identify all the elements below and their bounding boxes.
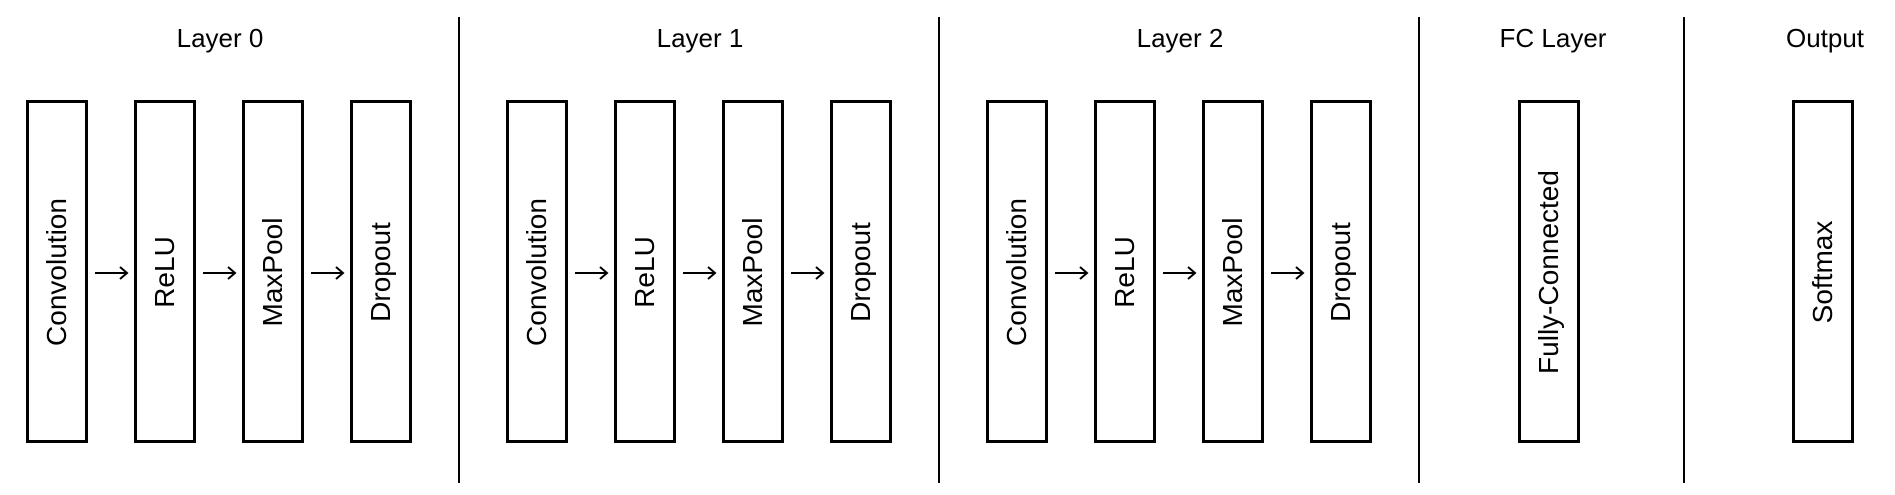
block-label: MaxPool bbox=[737, 217, 768, 326]
layer-0-maxpool-block: MaxPool bbox=[242, 100, 304, 443]
layer-1-relu-block: ReLU bbox=[614, 100, 676, 443]
right-arrow-icon bbox=[1052, 258, 1092, 288]
block-label: ReLU bbox=[149, 235, 180, 308]
divider-layer0-layer1 bbox=[458, 17, 460, 483]
output-title: Output bbox=[1785, 23, 1865, 53]
layer-1-convolution-block: Convolution bbox=[506, 100, 568, 443]
right-arrow-icon bbox=[200, 258, 240, 288]
right-arrow-icon bbox=[92, 258, 132, 288]
softmax-block: Softmax bbox=[1792, 100, 1854, 443]
block-label: Convolution bbox=[1001, 197, 1032, 346]
block-label: Dropout bbox=[365, 221, 396, 322]
block-label: Dropout bbox=[845, 221, 876, 322]
right-arrow-icon bbox=[1268, 258, 1308, 288]
right-arrow-icon bbox=[1160, 258, 1200, 288]
layer-0-title: Layer 0 bbox=[176, 23, 264, 53]
block-label: ReLU bbox=[629, 235, 660, 308]
divider-layer2-fc bbox=[1418, 17, 1420, 483]
layer-1-dropout-block: Dropout bbox=[830, 100, 892, 443]
layer-1-title: Layer 1 bbox=[656, 23, 744, 53]
layer-2-maxpool-block: MaxPool bbox=[1202, 100, 1264, 443]
layer-0-relu-block: ReLU bbox=[134, 100, 196, 443]
divider-fc-output bbox=[1683, 17, 1685, 483]
block-label: MaxPool bbox=[257, 217, 288, 326]
right-arrow-icon bbox=[308, 258, 348, 288]
block-label: ReLU bbox=[1109, 235, 1140, 308]
layer-2-relu-block: ReLU bbox=[1094, 100, 1156, 443]
right-arrow-icon bbox=[572, 258, 612, 288]
block-label: Fully-Connected bbox=[1533, 169, 1564, 374]
fc-layer-title: FC Layer bbox=[1499, 23, 1607, 53]
layer-2-dropout-block: Dropout bbox=[1310, 100, 1372, 443]
fully-connected-block: Fully-Connected bbox=[1518, 100, 1580, 443]
block-label: Convolution bbox=[41, 197, 72, 346]
layer-1-maxpool-block: MaxPool bbox=[722, 100, 784, 443]
block-label: Convolution bbox=[521, 197, 552, 346]
right-arrow-icon bbox=[680, 258, 720, 288]
layer-0-convolution-block: Convolution bbox=[26, 100, 88, 443]
block-label: MaxPool bbox=[1217, 217, 1248, 326]
right-arrow-icon bbox=[788, 258, 828, 288]
layer-2-convolution-block: Convolution bbox=[986, 100, 1048, 443]
divider-layer1-layer2 bbox=[938, 17, 940, 483]
layer-0-dropout-block: Dropout bbox=[350, 100, 412, 443]
block-label: Softmax bbox=[1807, 220, 1838, 323]
layer-2-title: Layer 2 bbox=[1136, 23, 1224, 53]
block-label: Dropout bbox=[1325, 221, 1356, 322]
